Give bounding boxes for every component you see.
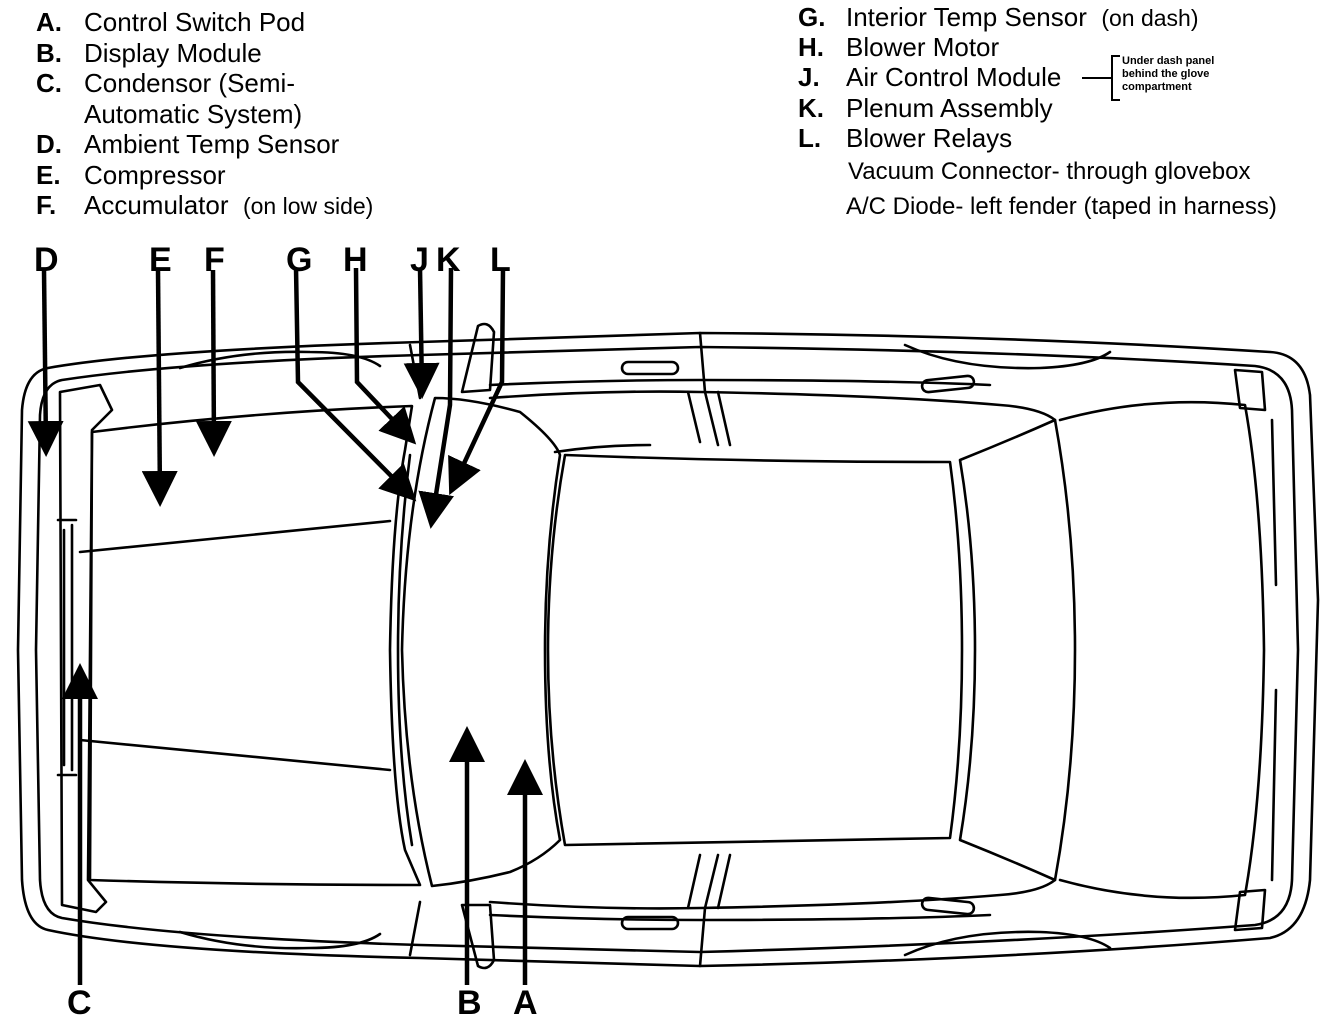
roof	[546, 453, 964, 847]
arrow-f	[195, 269, 232, 457]
arrow-k	[418, 267, 454, 529]
legend-item-e: E.Compressor	[36, 160, 226, 190]
arrow-h	[353, 267, 417, 445]
door-handle-bottom-rear	[920, 896, 976, 916]
callout-k: K	[436, 241, 461, 279]
ac-diode-note: A/C Diode- left fender (taped in harness…	[846, 193, 1277, 220]
arrow-d	[27, 269, 64, 457]
legend-item-d: D.Ambient Temp Sensor	[36, 129, 340, 159]
door-handle-top-front	[620, 360, 680, 376]
front-right-wheel-arch	[178, 930, 382, 950]
legend-item-f: F.Accumulator (on low side)	[36, 190, 374, 220]
door-handle-bottom-front	[620, 915, 680, 931]
legend-item-k: K.Plenum Assembly	[798, 93, 1053, 123]
car-body-outline	[16, 331, 1320, 968]
bracket-note: Under dash panel behind the glove compar…	[1122, 55, 1215, 93]
legend-item-h: H.Blower Motor	[798, 32, 1000, 62]
windshield	[400, 396, 562, 888]
arrow-j	[403, 267, 440, 399]
arrow-g	[293, 267, 417, 502]
legend-item-g: G.Interior Temp Sensor (on dash)	[798, 2, 1199, 32]
rear-right-wheel-arch	[903, 930, 1112, 957]
callout-arrows	[27, 267, 543, 985]
b-pillar-top	[686, 390, 732, 447]
legend-item-a: A.Control Switch Pod	[36, 7, 306, 37]
hood	[88, 404, 422, 887]
b-pillar-bottom	[686, 853, 732, 910]
note-bracket	[1082, 55, 1120, 101]
callout-l: L	[490, 241, 511, 279]
legend-item-j: J.Air Control Module	[798, 62, 1062, 92]
callout-a: A	[513, 984, 538, 1022]
legend-item-c-cont: Automatic System)	[84, 99, 303, 129]
arrow-e	[141, 269, 178, 507]
car-body-inner	[34, 345, 1300, 954]
legend-item-l: L.Blower Relays	[798, 123, 1013, 153]
callout-g: G	[286, 241, 313, 279]
callout-f: F	[204, 241, 225, 279]
trunk	[1058, 400, 1266, 900]
legend-item-b: B.Display Module	[36, 38, 262, 68]
tail-light-top	[1233, 368, 1267, 412]
legend-item-c: C.Condensor (Semi-	[36, 68, 295, 98]
tail-light-bottom	[1233, 888, 1267, 932]
door-handle-top-rear	[920, 374, 976, 394]
callout-c: C	[67, 984, 92, 1022]
callout-b: B	[457, 984, 482, 1022]
side-glass-bottom	[488, 878, 1057, 910]
mirror-top	[460, 322, 496, 394]
callout-d: D	[34, 241, 59, 279]
callout-e: E	[149, 241, 172, 279]
front-bumper	[58, 383, 114, 914]
callout-j: J	[410, 241, 429, 279]
mirror-bottom	[460, 903, 496, 970]
vacuum-connector-note: Vacuum Connector- through glovebox	[848, 158, 1251, 185]
rear-window	[958, 418, 1077, 882]
side-glass-top	[488, 390, 1057, 422]
rear-left-wheel-arch	[903, 343, 1112, 370]
arrow-l	[448, 267, 506, 496]
